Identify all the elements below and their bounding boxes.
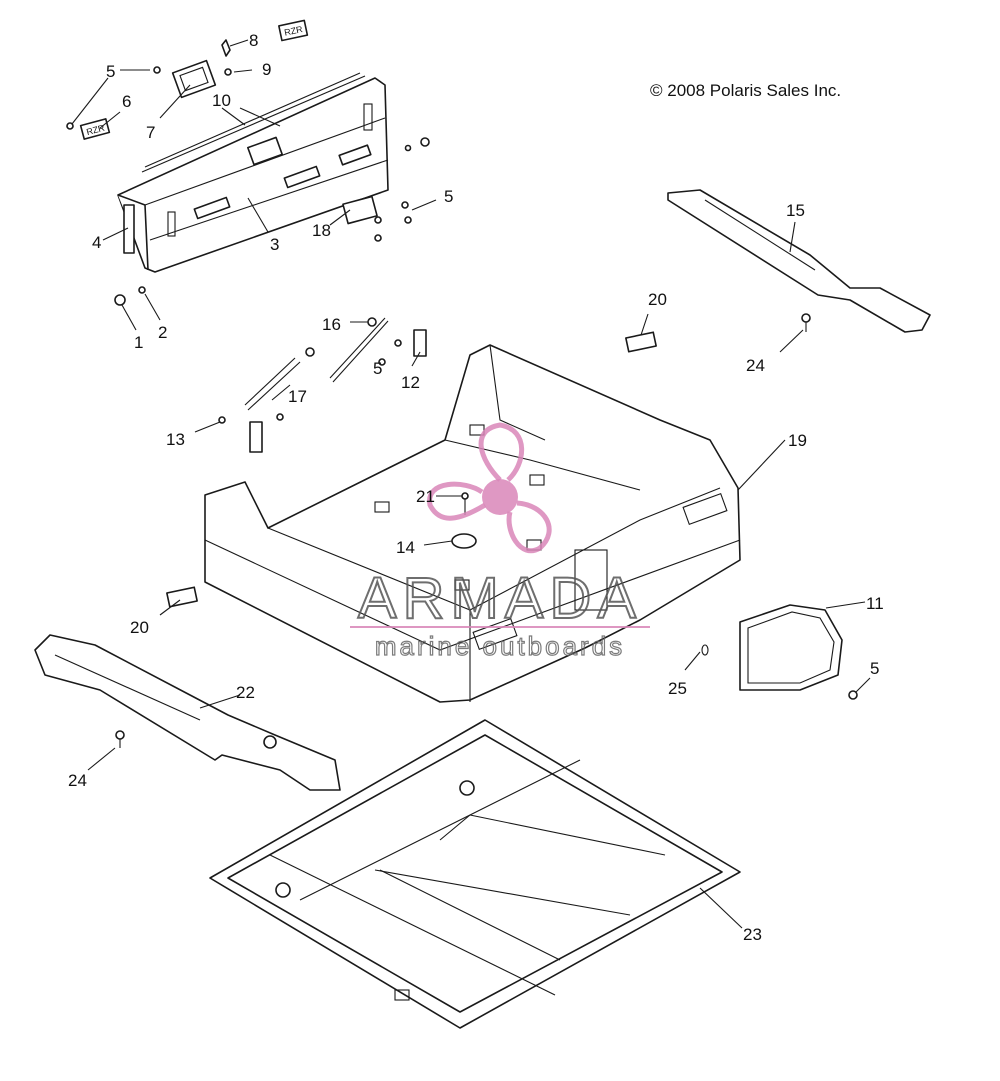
callout-4: 4 <box>92 233 101 252</box>
rail-22-part <box>34 634 341 791</box>
decal-6-glyph: RZR <box>85 123 106 138</box>
cargo-box-part <box>204 344 741 703</box>
leader-lines <box>71 39 871 929</box>
callout-16: 16 <box>322 315 341 334</box>
frame-23-part <box>209 719 741 1029</box>
callout-25: 25 <box>668 679 687 698</box>
callout-17: 17 <box>288 387 307 406</box>
watermark-tagline: marine outboards <box>375 631 625 661</box>
callout-2: 2 <box>158 323 167 342</box>
callout-9: 9 <box>262 60 271 79</box>
watermark-brand: ARMADA <box>358 566 642 631</box>
callout-15: 15 <box>786 201 805 220</box>
callout-5-lower: 5 <box>870 659 879 678</box>
callout-10: 10 <box>212 91 231 110</box>
callout-24-left: 24 <box>68 771 87 790</box>
callout-13: 13 <box>166 430 185 449</box>
callout-11: 11 <box>866 594 884 613</box>
callout-23: 23 <box>743 925 762 944</box>
propeller-logo <box>427 422 552 554</box>
callout-18: 18 <box>312 221 331 240</box>
watermark: ARMADA marine outboards <box>350 422 650 662</box>
callout-19: 19 <box>788 431 807 450</box>
callout-12: 12 <box>401 373 420 392</box>
callout-6: 6 <box>122 92 131 111</box>
callout-labels: 5 6 7 8 9 10 4 3 18 5 1 2 16 5 12 17 13 … <box>68 31 884 944</box>
decal-glyph: RZR <box>283 24 304 38</box>
callout-21: 21 <box>416 487 435 506</box>
callout-1: 1 <box>134 333 143 352</box>
callout-5-top: 5 <box>106 62 115 81</box>
callout-20-top: 20 <box>648 290 667 309</box>
latch-cable-group <box>218 317 427 453</box>
tag-20-parts <box>166 331 657 608</box>
callout-5-mid: 5 <box>373 359 382 378</box>
callout-8: 8 <box>249 31 258 50</box>
callout-22: 22 <box>236 683 255 702</box>
copyright-text: © 2008 Polaris Sales Inc. <box>650 81 841 100</box>
callout-5-right: 5 <box>444 187 453 206</box>
tailgate-part <box>117 72 389 273</box>
callout-24-right: 24 <box>746 356 765 375</box>
side-trim-11-part <box>739 604 843 691</box>
callout-14: 14 <box>396 538 415 557</box>
hardware-group-top: RZR RZR <box>66 19 430 306</box>
hinge-part <box>123 204 135 254</box>
callout-20-left: 20 <box>130 618 149 637</box>
callout-3: 3 <box>270 235 279 254</box>
callout-7: 7 <box>146 123 155 142</box>
